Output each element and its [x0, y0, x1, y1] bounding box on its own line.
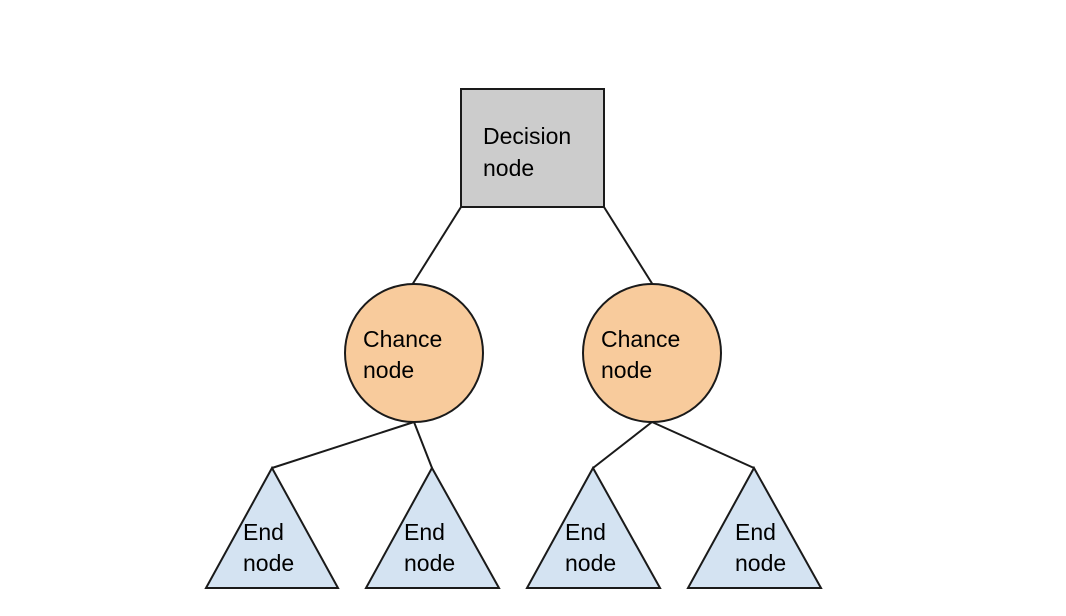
- end-node-3-label-line2: node: [565, 550, 616, 576]
- chance-node-left[interactable]: Chance node: [344, 283, 484, 423]
- edge-chance-left-to-end-1: [271, 421, 415, 469]
- end-node-4-label-line1: End: [735, 519, 776, 545]
- end-node-3-triangle: [525, 465, 662, 589]
- end-node-1-triangle: [204, 465, 340, 589]
- end-node-4-triangle: [686, 465, 823, 589]
- chance-node-right[interactable]: Chance node: [582, 283, 722, 423]
- end-node-3[interactable]: End node: [525, 465, 662, 589]
- edge-chance-left-to-end-2: [413, 421, 433, 469]
- chance-node-left-label-line1: Chance: [363, 326, 442, 352]
- end-node-1[interactable]: End node: [204, 465, 340, 589]
- chance-node-right-circle: [582, 283, 722, 423]
- end-node-4-label-line2: node: [735, 550, 786, 576]
- end-node-2-label-line2: node: [404, 550, 455, 576]
- chance-node-left-label-line2: node: [363, 357, 414, 383]
- end-node-2-label-line1: End: [404, 519, 445, 545]
- edge-decision-to-chance-right: [603, 206, 654, 286]
- end-node-1-label-line1: End: [243, 519, 284, 545]
- chance-node-right-label-line2: node: [601, 357, 652, 383]
- edge-chance-right-to-end-3: [592, 421, 653, 469]
- end-node-2-triangle: [364, 465, 501, 589]
- decision-node-rect: [460, 88, 605, 208]
- decision-node-label-line1: Decision: [483, 123, 571, 149]
- end-node-1-label-line2: node: [243, 550, 294, 576]
- decision-node-label-line2: node: [483, 155, 534, 181]
- end-node-4[interactable]: End node: [686, 465, 823, 589]
- edge-decision-to-chance-left: [411, 206, 462, 286]
- end-node-2[interactable]: End node: [364, 465, 501, 589]
- chance-node-left-circle: [344, 283, 484, 423]
- edge-chance-right-to-end-4: [651, 421, 755, 469]
- end-node-3-label-line1: End: [565, 519, 606, 545]
- decision-node[interactable]: Decision node: [460, 88, 605, 208]
- chance-node-right-label-line1: Chance: [601, 326, 680, 352]
